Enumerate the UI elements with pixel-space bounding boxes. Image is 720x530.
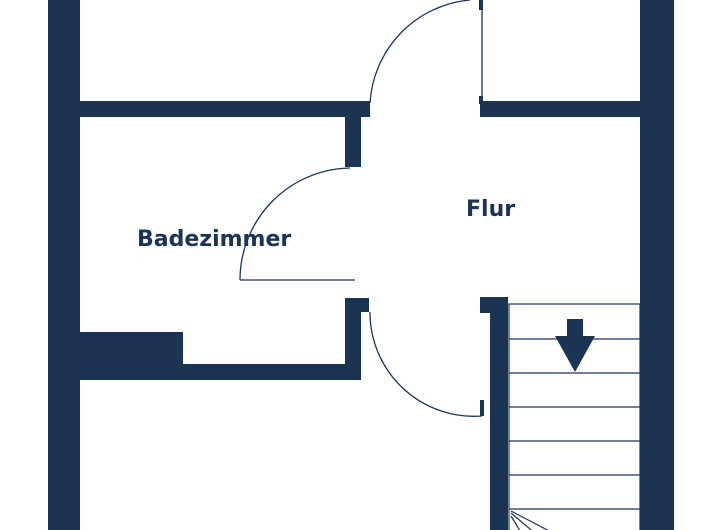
door-jamb-lower [480,400,484,416]
stair-winder [510,510,549,530]
door-top-swing [369,0,471,104]
door-jamb-bath [361,298,369,312]
outer-wall-left [48,0,80,530]
wall-top-right [480,101,640,117]
bath-fixture-block [80,332,183,364]
stair-wall-cap [480,297,508,313]
room-label-flur: Flur [466,197,515,222]
bath-wall-right-lower [345,298,361,380]
stair-outline [508,303,641,530]
door-jamb-top [479,0,483,10]
door-bath-swing [239,167,351,281]
wall-top-left [80,101,370,117]
stair-winder [510,515,521,530]
stair-steps [509,338,640,510]
stair-wall [490,313,508,530]
bath-wall-right-upper [345,117,361,167]
bath-wall-bottom [80,364,361,380]
door-jamb-mid [479,96,483,104]
room-label-badezimmer: Badezimmer [137,227,291,252]
door-lower-swing [369,311,483,417]
stair-winder [510,512,533,530]
stair-down-arrow-icon [555,319,595,372]
outer-wall-right [640,0,674,530]
stair-winder-lines [510,510,549,530]
